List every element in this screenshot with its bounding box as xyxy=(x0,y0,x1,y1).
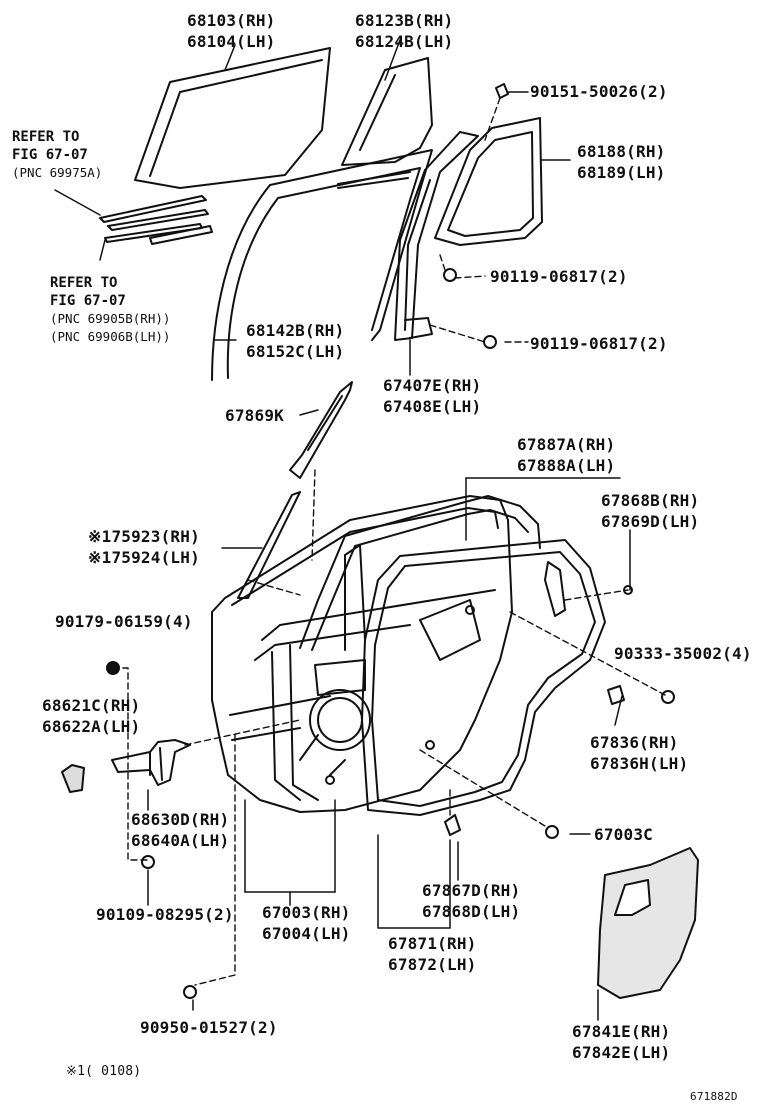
label-frame-weatherstrip: 67887A(RH) 67888A(LH) xyxy=(517,434,615,476)
reference-note-lower: REFER TO FIG 67-07 (PNC 69905B(RH)) (PNC… xyxy=(50,274,170,346)
footnote-text: ※1( 0108) xyxy=(66,1064,142,1079)
figure-code: 671882D xyxy=(690,1086,738,1107)
pin-text: 90950-01527(2) xyxy=(140,1018,278,1037)
bolt-upper-text: 90119-06817(2) xyxy=(490,267,628,286)
label-weatherstrip: 67871(RH) 67872(LH) xyxy=(388,933,477,975)
door-panel-lh-text: 67004(LH) xyxy=(262,924,351,943)
screw-text: 90151-50026(2) xyxy=(530,82,668,101)
clip-text: 90333-35002(4) xyxy=(614,644,752,663)
ref1-pnc: (PNC 69975A) xyxy=(12,165,103,180)
quarter-glass xyxy=(341,57,433,166)
label-seal-clip: 67867D(RH) 67868D(LH) xyxy=(422,880,520,922)
ref2-pnc1: (PNC 69905B(RH)) xyxy=(50,311,171,326)
part-67869k-text: 67869K xyxy=(225,406,284,425)
label-bolt-lower: 90119-06817(2) xyxy=(530,333,668,354)
sash-lh-text: 67408E(LH) xyxy=(383,397,482,416)
label-nut: 90179-06159(4) xyxy=(55,611,193,632)
label-strip-67869k: 67869K xyxy=(225,405,284,426)
label-clip: 90333-35002(4) xyxy=(614,643,752,664)
lower-weatherstrip xyxy=(544,561,566,617)
label-hinge-bolt: 90109-08295(2) xyxy=(96,904,234,925)
quarter-glass-rh-text: 68123B(RH) xyxy=(355,11,454,30)
figure-code-text: 671882D xyxy=(690,1090,738,1103)
sash-rh-text: 67407E(RH) xyxy=(383,376,482,395)
label-lower-weatherstrip: 67868B(RH) 67869D(LH) xyxy=(601,490,699,532)
door-hinge xyxy=(111,739,191,786)
service-hole-lh-text: 67842E(LH) xyxy=(572,1043,671,1062)
hinge-rh-text: 68630D(RH) xyxy=(131,810,230,829)
door-glass xyxy=(134,47,331,189)
footnote: ※1( 0108) xyxy=(66,1061,141,1082)
label-bolt-upper: 90119-06817(2) xyxy=(490,266,628,287)
door-panel-rh-text: 67003(RH) xyxy=(262,903,351,922)
nut-text: 90179-06159(4) xyxy=(55,612,193,631)
cover-rh-text: 68621C(RH) xyxy=(42,696,141,715)
service-hole-rh-text: 67841E(RH) xyxy=(572,1022,671,1041)
label-screw: 90151-50026(2) xyxy=(530,81,668,102)
label-door-glass: 68103(RH) 68104(LH) xyxy=(187,10,276,52)
label-center-sash: 67407E(RH) 67408E(LH) xyxy=(383,375,481,417)
center-sash xyxy=(394,131,479,341)
quarter-frame-rh-text: 68188(RH) xyxy=(577,142,666,161)
seal-clip-lh-text: 67868D(LH) xyxy=(422,902,521,921)
cover-lh-text: 68622A(LH) xyxy=(42,717,141,736)
plug-lh-text: 67836H(LH) xyxy=(590,754,689,773)
fasteners xyxy=(106,83,675,999)
moulding-rh-text: ※175923(RH) xyxy=(88,527,200,546)
frame-weatherstrip xyxy=(299,495,541,651)
run-strip-parts xyxy=(99,195,213,245)
hole-plug-text: 67003C xyxy=(594,825,653,844)
label-door-panel: 67003(RH) 67004(LH) xyxy=(262,902,351,944)
ref2-line2: FIG 67-07 xyxy=(50,293,126,309)
weatherstrip-rh-text: 67871(RH) xyxy=(388,934,477,953)
lower-weather-rh-text: 67868B(RH) xyxy=(601,491,700,510)
hinge-lh-text: 68640A(LH) xyxy=(131,831,230,850)
run-lh-text: 68152C(LH) xyxy=(246,342,345,361)
glass-rh-text: 68103(RH) xyxy=(187,11,276,30)
quarter-frame-lh-text: 68189(LH) xyxy=(577,163,666,182)
service-hole-cover xyxy=(597,847,699,999)
label-hole-plug: 67003C xyxy=(594,824,653,845)
ref2-pnc2: (PNC 69906B(LH)) xyxy=(50,329,171,344)
quarter-window-frame xyxy=(434,117,543,246)
moulding-lh-text: ※175924(LH) xyxy=(88,548,200,567)
label-quarter-frame: 68188(RH) 68189(LH) xyxy=(577,141,666,183)
plug-rh-text: 67836(RH) xyxy=(590,733,679,752)
bolt-lower-text: 90119-06817(2) xyxy=(530,334,668,353)
label-pin: 90950-01527(2) xyxy=(140,1017,278,1038)
ref1-line2: FIG 67-07 xyxy=(12,147,88,163)
door-weatherstrip xyxy=(361,539,606,816)
lower-weather-lh-text: 67869D(LH) xyxy=(601,512,700,531)
weatherstrip-lh-text: 67872(LH) xyxy=(388,955,477,974)
label-outer-moulding: ※175923(RH) ※175924(LH) xyxy=(88,526,200,568)
label-plug: 67836(RH) 67836H(LH) xyxy=(590,732,688,774)
ref1-line1: REFER TO xyxy=(12,129,80,145)
label-hinge-cover: 68621C(RH) 68622A(LH) xyxy=(42,695,140,737)
hinge-cover xyxy=(61,764,85,793)
label-hinge: 68630D(RH) 68640A(LH) xyxy=(131,809,229,851)
ref2-line1: REFER TO xyxy=(50,275,118,291)
reference-note-upper: REFER TO FIG 67-07 (PNC 69975A) xyxy=(12,128,102,182)
label-run-channel: 68142B(RH) 68152C(LH) xyxy=(246,320,344,362)
glass-run-channel xyxy=(211,149,433,381)
hinge-bolt-text: 90109-08295(2) xyxy=(96,905,234,924)
seal-clip-rh-text: 67867D(RH) xyxy=(422,881,521,900)
leader-lines xyxy=(54,39,631,1021)
frame-weather-lh-text: 67888A(LH) xyxy=(517,456,616,475)
quarter-glass-lh-text: 68124B(LH) xyxy=(355,32,454,51)
frame-weather-rh-text: 67887A(RH) xyxy=(517,435,616,454)
run-rh-text: 68142B(RH) xyxy=(246,321,345,340)
label-service-hole-cover: 67841E(RH) 67842E(LH) xyxy=(572,1021,670,1063)
glass-lh-text: 68104(LH) xyxy=(187,32,276,51)
dashed-leaders xyxy=(112,97,666,986)
strip-67869k xyxy=(289,381,353,479)
label-quarter-glass: 68123B(RH) 68124B(LH) xyxy=(355,10,453,52)
